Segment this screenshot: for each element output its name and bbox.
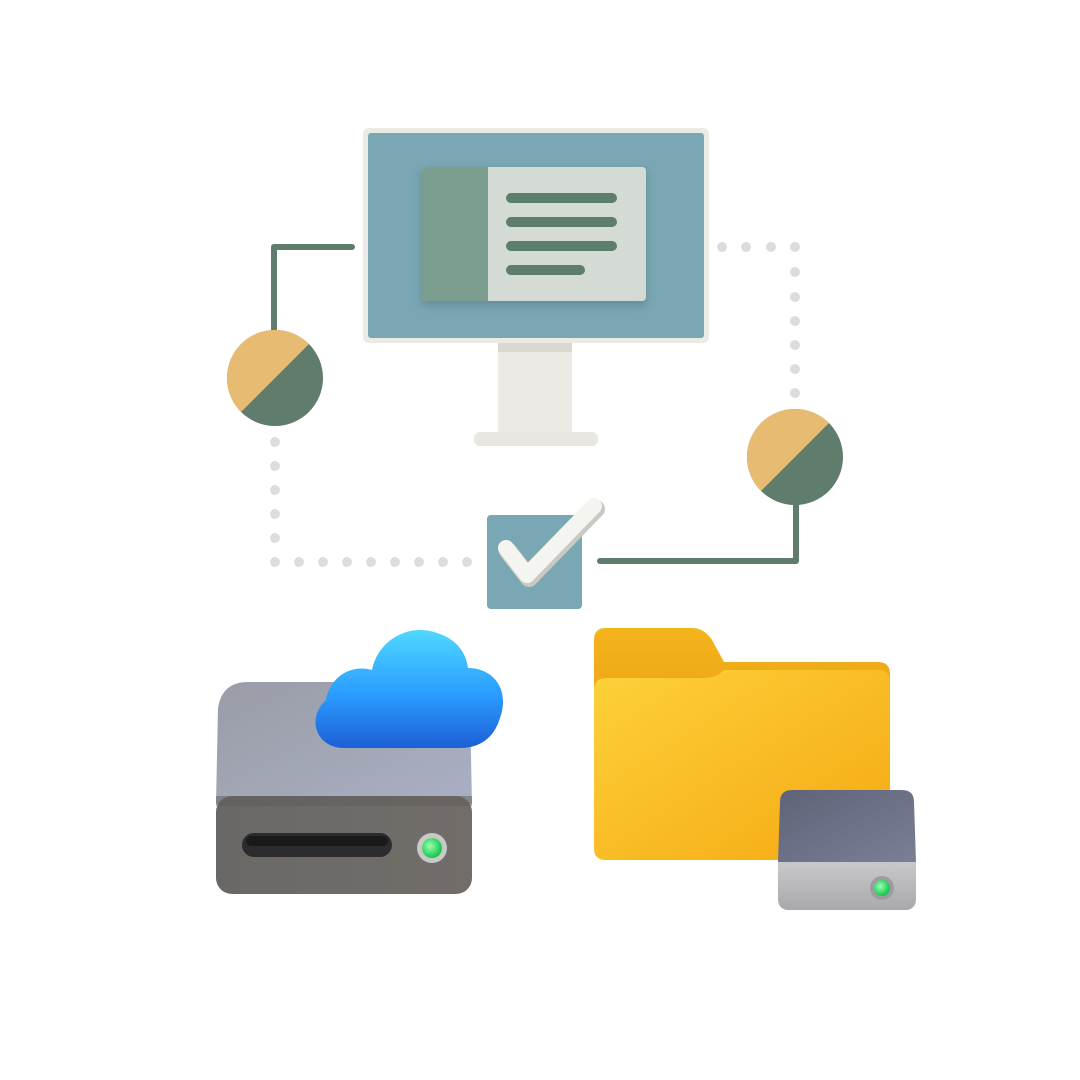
desktop-monitor-icon bbox=[363, 128, 709, 446]
external-drive-icon bbox=[778, 790, 916, 910]
half-circle-node-icon bbox=[226, 329, 323, 426]
checkbox-checked-icon bbox=[487, 498, 605, 609]
connector-solid-left bbox=[271, 244, 355, 335]
status-led bbox=[422, 838, 442, 858]
cloud-icon bbox=[315, 629, 504, 748]
window-text-lines bbox=[506, 193, 617, 275]
document-window-icon bbox=[422, 167, 646, 301]
connector-dotted-bottom-left bbox=[270, 437, 472, 567]
connector-solid-right bbox=[597, 500, 799, 564]
status-led bbox=[874, 880, 890, 896]
connector-dotted-top-right bbox=[717, 242, 800, 398]
half-circle-node-icon bbox=[746, 408, 843, 505]
cloud-drive-icon bbox=[216, 629, 504, 894]
